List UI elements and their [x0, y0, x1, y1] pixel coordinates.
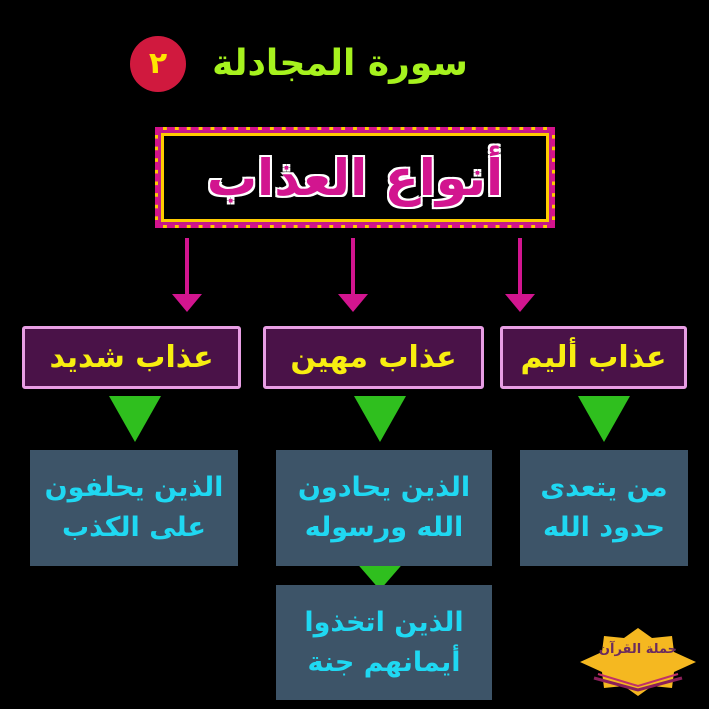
arrow-down-icon	[172, 238, 202, 312]
green-arrow-icon	[109, 396, 161, 442]
logo-text: حملة القرآن	[598, 642, 678, 657]
main-title-frame: أنواع العذاب	[155, 127, 555, 228]
arrow-down-icon	[505, 238, 535, 312]
description-text: الذين يحادون الله ورسوله	[297, 472, 471, 543]
surah-title: سورة المجادلة	[212, 43, 468, 84]
arrow-down-icon	[338, 238, 368, 312]
quran-book-logo	[580, 628, 696, 696]
description-box: الذين يحادون الله ورسوله	[276, 450, 492, 566]
description-text: من يتعدى حدود الله	[540, 472, 668, 543]
category-box-painful: عذاب أليم	[500, 326, 687, 389]
description-box: الذين يحلفون على الكذب	[30, 450, 238, 566]
description-text: الذين اتخذوا أيمانهم جنة	[304, 606, 464, 678]
category-box-severe: عذاب شديد	[22, 326, 241, 389]
category-box-humiliating: عذاب مهين	[263, 326, 484, 389]
part-number-badge: ٢	[130, 36, 186, 92]
description-box-extra: الذين اتخذوا أيمانهم جنة	[276, 585, 492, 700]
green-arrow-icon	[354, 396, 406, 442]
green-arrow-icon	[578, 396, 630, 442]
main-title: أنواع العذاب	[206, 149, 504, 207]
description-box: من يتعدى حدود الله	[520, 450, 688, 566]
description-text: الذين يحلفون على الكذب	[44, 472, 224, 543]
